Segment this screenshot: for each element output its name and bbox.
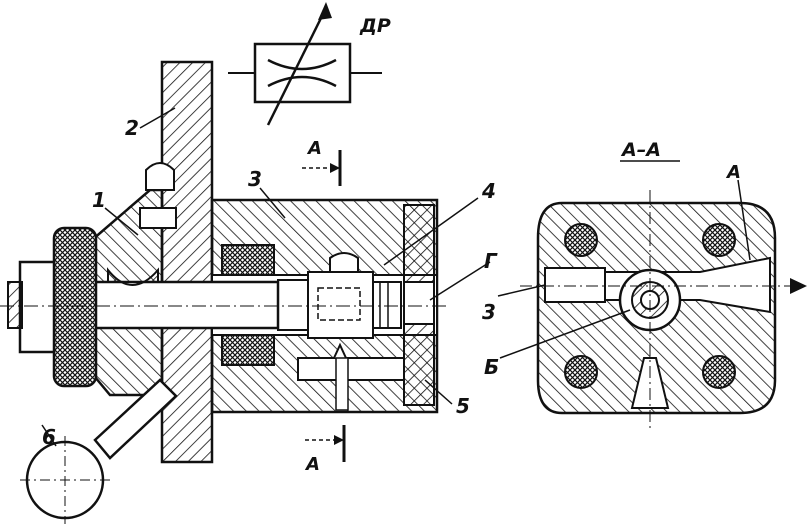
part-labels: 2 1 3 4 Г 5 6 А А А–А А 3 Б — [42, 116, 741, 475]
label-g: Г — [484, 249, 498, 273]
shaft-assembly — [0, 162, 448, 524]
section-view — [520, 190, 807, 430]
label-part-3-body: 3 — [248, 167, 262, 191]
label-part-3-section: 3 — [482, 300, 496, 324]
throttle-label: ДР — [359, 15, 391, 37]
label-part-1: 1 — [92, 188, 106, 212]
label-part-5: 5 — [456, 394, 470, 418]
cut-mark-bottom-label: А — [304, 454, 320, 475]
label-part-6: 6 — [42, 425, 56, 449]
cut-mark-top-label: А — [306, 138, 322, 159]
label-b: Б — [484, 355, 499, 379]
label-part-2: 2 — [125, 116, 139, 140]
leader-lines — [41, 107, 751, 447]
bolt-holes — [564, 223, 736, 389]
throttle-symbol: ДР — [228, 2, 391, 126]
section-cut-marks — [302, 150, 346, 462]
label-part-4: 4 — [481, 179, 496, 203]
section-title: А–А — [620, 139, 661, 161]
section-a-label: А — [725, 162, 741, 183]
